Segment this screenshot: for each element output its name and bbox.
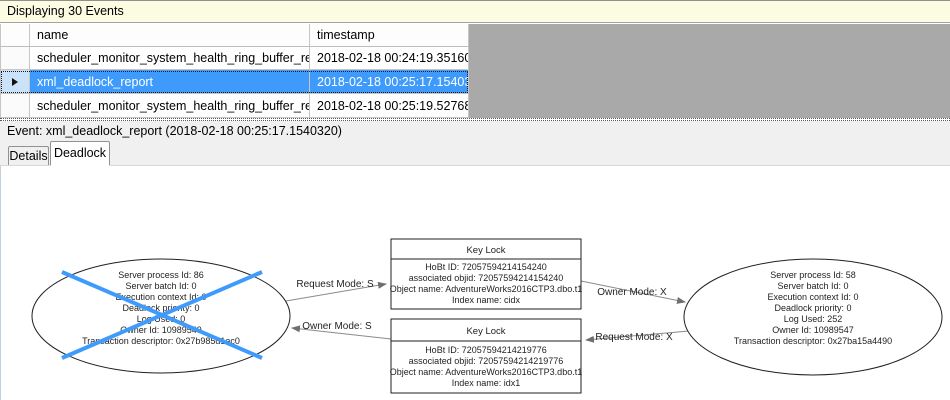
process-line: Log Used: 0 bbox=[137, 314, 186, 324]
process-line: Owner Id: 10989549 bbox=[120, 325, 202, 335]
process-line: Server batch Id: 0 bbox=[777, 281, 848, 291]
process-line: Owner Id: 10989547 bbox=[772, 325, 854, 335]
current-row-marker-icon bbox=[12, 77, 18, 86]
process-line: Transaction descriptor: 0x27ba15a4490 bbox=[734, 336, 892, 346]
tab-details[interactable]: Details bbox=[8, 146, 49, 165]
column-header-timestamp[interactable]: timestamp bbox=[310, 24, 469, 47]
event-timestamp-cell[interactable]: 2018-02-18 00:25:19.5276859 bbox=[310, 94, 469, 118]
resource-line: HoBt ID: 72057594214219776 bbox=[425, 345, 547, 355]
event-name-cell[interactable]: xml_deadlock_report bbox=[30, 70, 310, 94]
process-line: Server batch Id: 0 bbox=[125, 281, 196, 291]
resource-line: associated objid: 72057594214154240 bbox=[409, 273, 564, 283]
edge-label-owner-x: Owner Mode: X bbox=[597, 287, 667, 298]
row-selector-cell[interactable] bbox=[0, 94, 30, 118]
event-timestamp-cell[interactable]: 2018-02-18 00:25:17.1540320 bbox=[310, 70, 469, 94]
resource-line: HoBt ID: 72057594214154240 bbox=[425, 262, 547, 272]
table-row[interactable]: scheduler_monitor_system_health_ring_buf… bbox=[0, 94, 469, 118]
process-line: Log Used: 252 bbox=[784, 314, 843, 324]
table-row-selected[interactable]: xml_deadlock_report 2018-02-18 00:25:17.… bbox=[0, 70, 469, 94]
process-line: Transaction descriptor: 0x27b985d1ac0 bbox=[82, 336, 240, 346]
resource-line: Object name: AdventureWorks2016CTP3.dbo.… bbox=[390, 367, 582, 377]
edge-owner-x bbox=[580, 280, 686, 304]
grid-header-row: name timestamp bbox=[0, 24, 469, 47]
event-detail-panel: Event: xml_deadlock_report (2018-02-18 0… bbox=[0, 121, 950, 400]
events-grid: name timestamp scheduler_monitor_system_… bbox=[0, 24, 469, 118]
resource-title: Key Lock bbox=[466, 326, 505, 337]
selected-event-bar: Event: xml_deadlock_report (2018-02-18 0… bbox=[0, 121, 950, 141]
edge-request-x bbox=[585, 330, 690, 343]
column-header-name[interactable]: name bbox=[30, 24, 310, 47]
row-selector-header[interactable] bbox=[0, 24, 30, 47]
horizontal-splitter[interactable] bbox=[0, 118, 950, 121]
event-timestamp-cell[interactable]: 2018-02-18 00:24:19.3516078 bbox=[310, 47, 469, 70]
process-line: Execution context Id: 0 bbox=[767, 292, 858, 302]
process-line: Execution context Id: 0 bbox=[115, 292, 206, 302]
edge-owner-s bbox=[291, 325, 392, 340]
process-line: Deadlock priority: 0 bbox=[122, 303, 199, 313]
tab-deadlock[interactable]: Deadlock bbox=[50, 141, 110, 166]
edge-labels: Request Mode: S Owner Mode: S Owner Mode… bbox=[296, 279, 673, 343]
events-count-label: Displaying 30 Events bbox=[7, 4, 124, 18]
table-row[interactable]: scheduler_monitor_system_health_ring_buf… bbox=[0, 47, 469, 70]
deadlock-graph-panel: Key Lock HoBt ID: 72057594214154240 asso… bbox=[0, 165, 950, 400]
edge-label-request-x: Request Mode: X bbox=[595, 332, 673, 343]
resource-node-bottom[interactable]: Key Lock HoBt ID: 72057594214219776 asso… bbox=[390, 318, 582, 394]
resource-title: Key Lock bbox=[466, 245, 505, 256]
resource-line: Index name: cidx bbox=[452, 295, 521, 305]
victim-cross-icon bbox=[61, 270, 263, 360]
event-name-cell[interactable]: scheduler_monitor_system_health_ring_buf… bbox=[30, 94, 310, 118]
process-line: Server process Id: 58 bbox=[770, 270, 856, 280]
process-line: Deadlock priority: 0 bbox=[774, 303, 851, 313]
events-count-bar: Displaying 30 Events bbox=[0, 0, 950, 23]
process-node-victim[interactable]: Server process Id: 86 Server batch Id: 0… bbox=[31, 258, 291, 374]
resource-line: Object name: AdventureWorks2016CTP3.dbo.… bbox=[390, 284, 582, 294]
process-line: Server process Id: 86 bbox=[118, 270, 204, 280]
event-name-cell[interactable]: scheduler_monitor_system_health_ring_buf… bbox=[30, 47, 310, 70]
row-selector-cell[interactable] bbox=[0, 70, 30, 94]
detail-tabstrip: Details Deadlock bbox=[0, 141, 950, 166]
process-node-survivor[interactable]: Server process Id: 58 Server batch Id: 0… bbox=[683, 258, 943, 376]
edge-label-request-s: Request Mode: S bbox=[296, 279, 374, 290]
edge-request-s bbox=[285, 281, 387, 302]
resource-line: Index name: idx1 bbox=[452, 378, 521, 388]
edge-label-owner-s: Owner Mode: S bbox=[302, 321, 372, 332]
deadlock-graph: Key Lock HoBt ID: 72057594214154240 asso… bbox=[31, 238, 943, 394]
selected-event-label: Event: xml_deadlock_report (2018-02-18 0… bbox=[7, 124, 342, 138]
resource-line: associated objid: 72057594214219776 bbox=[409, 356, 564, 366]
edge-lines bbox=[285, 280, 690, 343]
resource-node-top[interactable]: Key Lock HoBt ID: 72057594214154240 asso… bbox=[390, 238, 582, 310]
row-selector-cell[interactable] bbox=[0, 47, 30, 70]
